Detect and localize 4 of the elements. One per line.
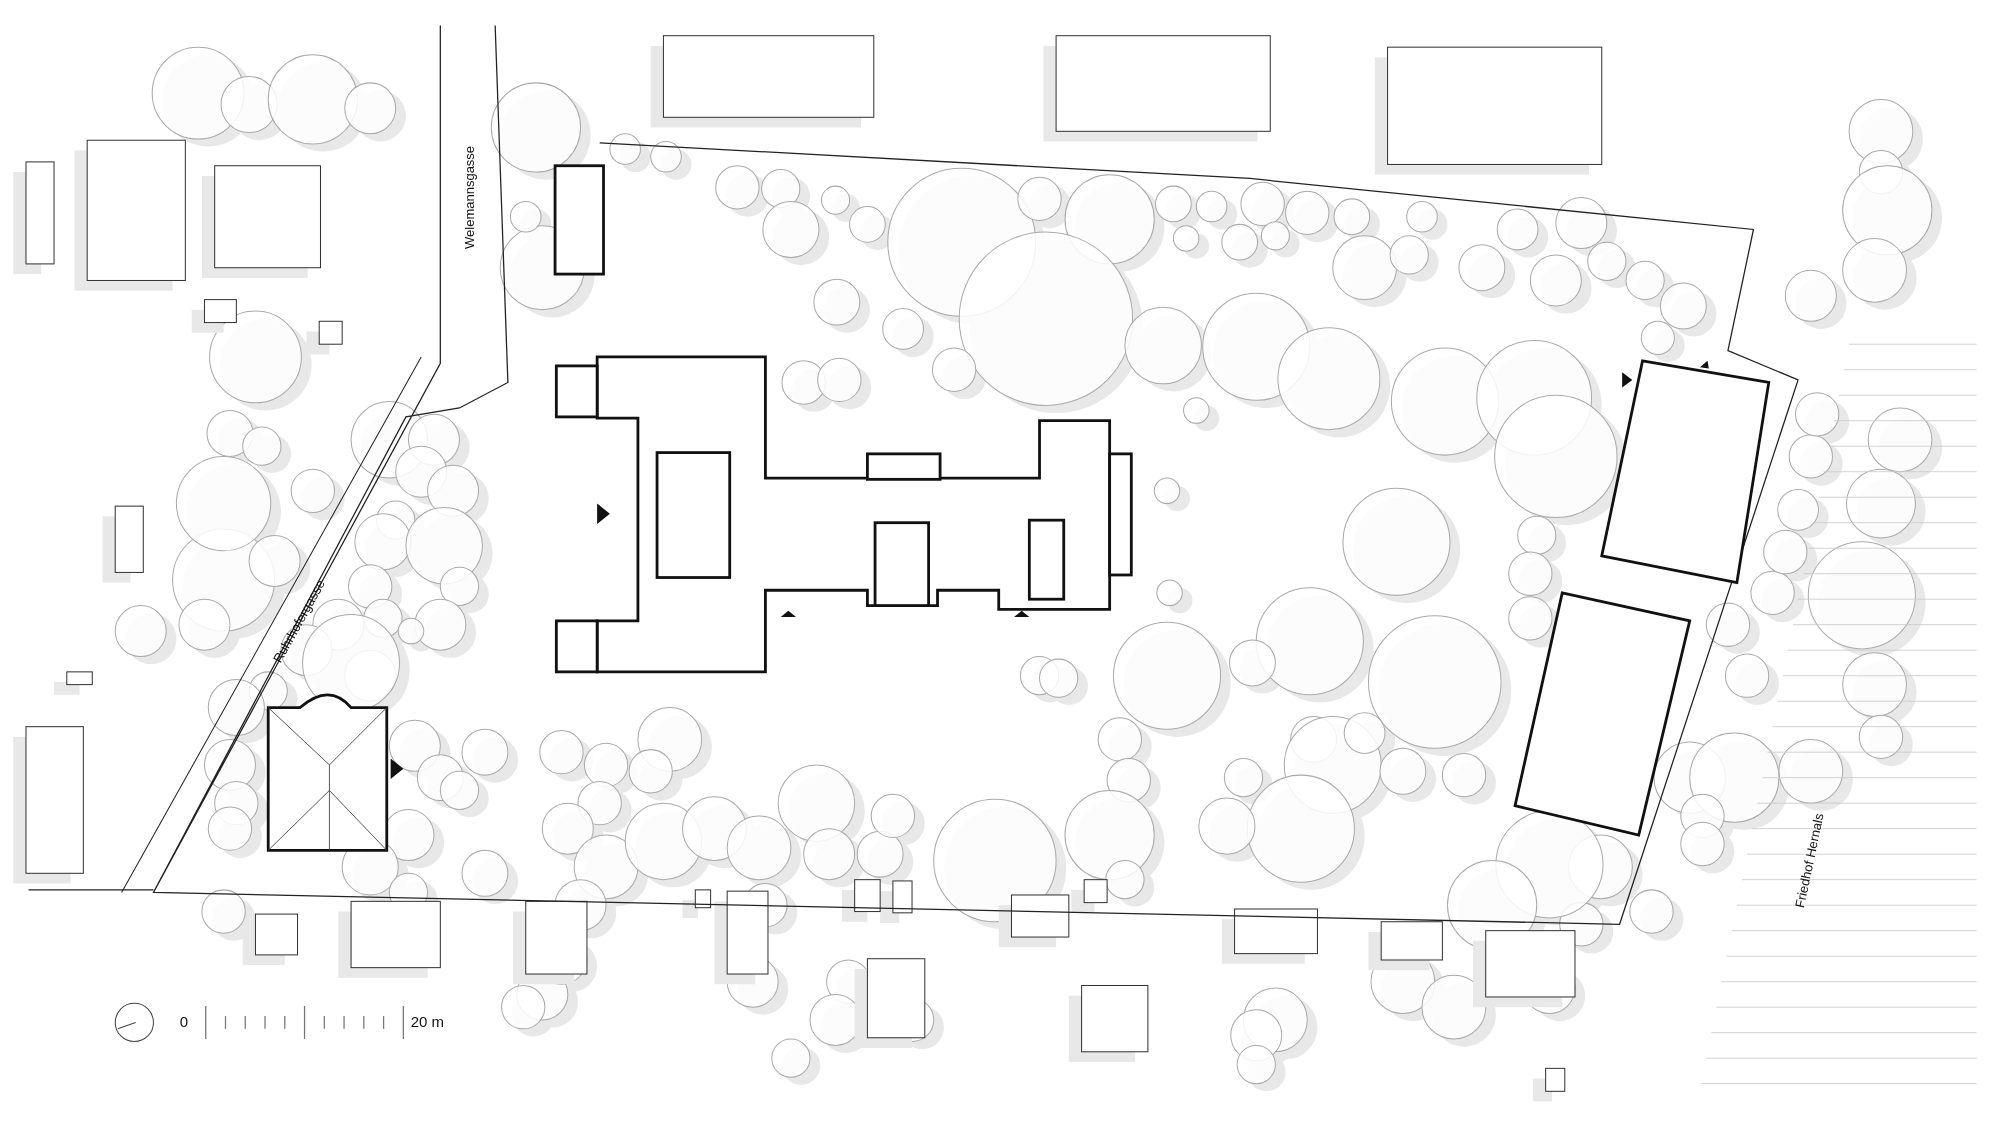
scale-label: 20 m [410, 1012, 445, 1030]
street-name: Welemannsgasse [461, 145, 477, 249]
scale-label: 0 [179, 1012, 189, 1030]
cemetery-name: Friedhof Hernals [1792, 811, 1827, 909]
